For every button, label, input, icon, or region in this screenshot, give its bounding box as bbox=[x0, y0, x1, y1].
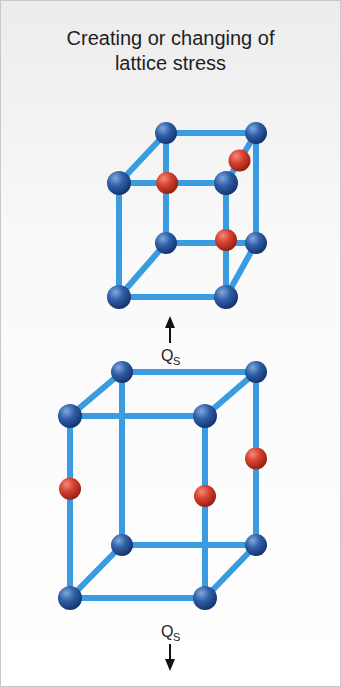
lattice-atom bbox=[107, 285, 131, 309]
lattice-atom bbox=[214, 285, 238, 309]
heat-subscript: S bbox=[173, 631, 180, 643]
lattice-bond bbox=[70, 413, 205, 419]
lattice-atom bbox=[245, 122, 267, 144]
lattice-bond bbox=[119, 294, 226, 300]
lattice-cubes bbox=[58, 122, 267, 610]
interstitial-atom bbox=[59, 478, 81, 500]
lattice-bond bbox=[116, 183, 122, 297]
interstitial-atom bbox=[156, 172, 178, 194]
lattice-bond bbox=[70, 595, 205, 601]
lattice-bond bbox=[122, 542, 256, 548]
lattice-atom bbox=[245, 361, 267, 383]
heat-symbol: Q bbox=[161, 623, 173, 641]
energy-arrow-down bbox=[165, 644, 175, 671]
lattice-bond bbox=[253, 133, 259, 243]
lattice-atom bbox=[58, 404, 82, 428]
lattice-atom bbox=[245, 232, 267, 254]
interstitial-atom bbox=[215, 229, 237, 251]
lattice-bond bbox=[67, 416, 73, 598]
lattice-atom bbox=[214, 171, 238, 195]
lattice-atom bbox=[193, 404, 217, 428]
lattice-atom bbox=[58, 586, 82, 610]
lattice-atom bbox=[107, 171, 131, 195]
lattice-atom bbox=[111, 534, 133, 556]
lattice-atom bbox=[245, 534, 267, 556]
lattice-atom bbox=[155, 122, 177, 144]
energy-arrow-up bbox=[165, 316, 175, 343]
lattice-atom bbox=[111, 361, 133, 383]
lattice-bond bbox=[166, 240, 256, 246]
lattice-atom bbox=[193, 586, 217, 610]
lattice-bond bbox=[122, 369, 256, 375]
interstitial-atom bbox=[245, 448, 267, 470]
lattice-atom bbox=[155, 232, 177, 254]
diagram-title: Creating or changing of lattice stress bbox=[40, 26, 301, 76]
lattice-bond bbox=[119, 372, 125, 545]
lattice-bond bbox=[166, 130, 256, 136]
interstitial-atom bbox=[194, 485, 216, 507]
heat-symbol: Q bbox=[161, 347, 173, 365]
interstitial-atom bbox=[229, 150, 251, 172]
heat-subscript: S bbox=[173, 355, 180, 367]
